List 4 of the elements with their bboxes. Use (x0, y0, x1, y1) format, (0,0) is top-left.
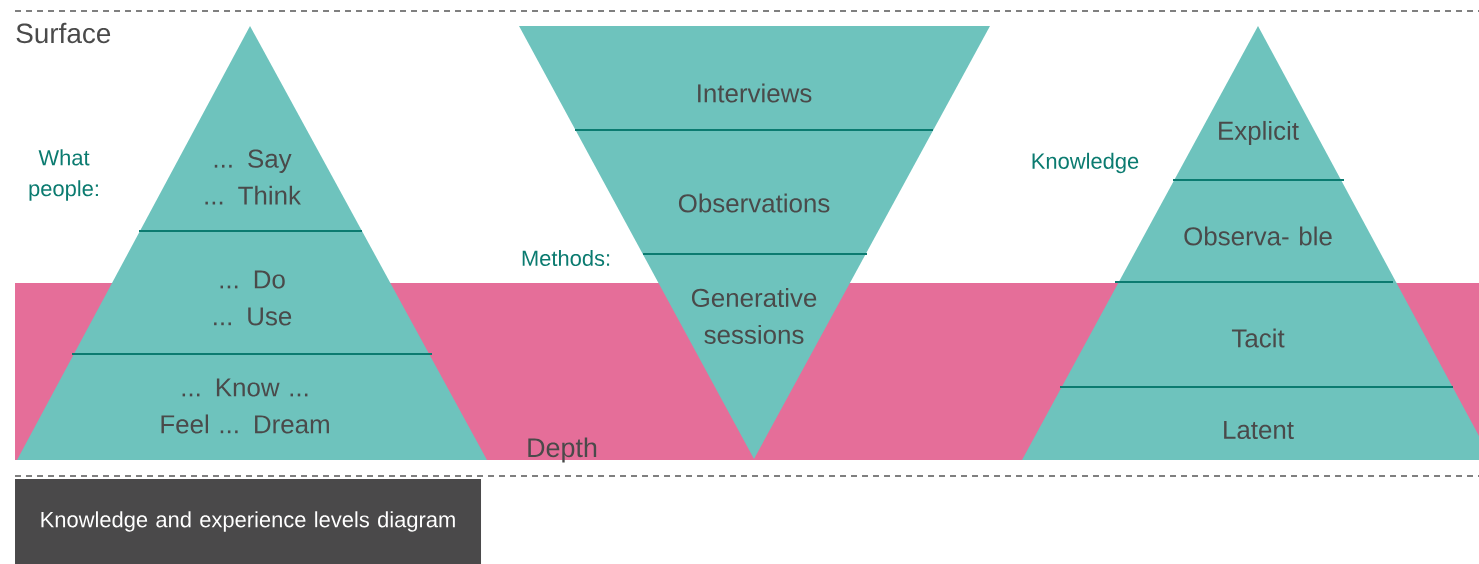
axis-label: Methods: (522, 249, 610, 267)
axis-label: What people: (29, 149, 98, 201)
axis-label: Knowledge (1032, 152, 1139, 174)
caption-box: Knowledge and experience levels diagram (15, 479, 481, 564)
